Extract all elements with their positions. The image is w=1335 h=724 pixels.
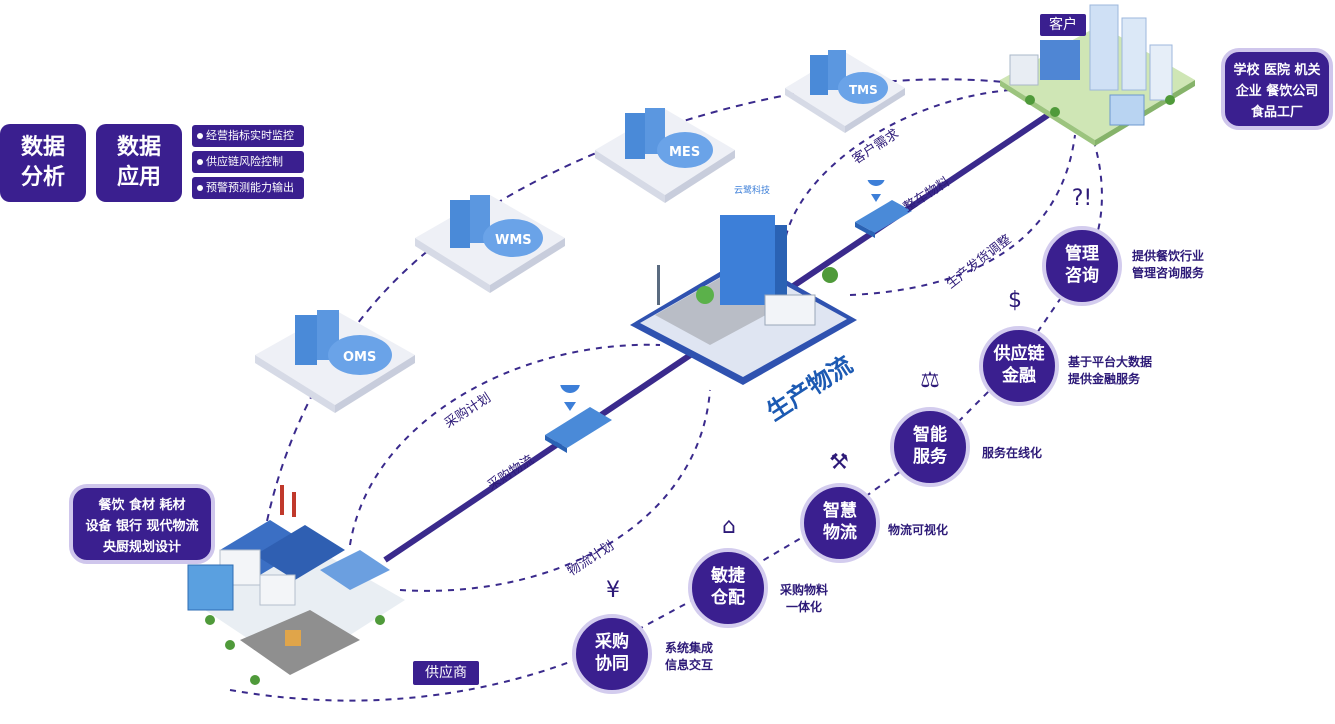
- service-desc: 物流可视化: [888, 522, 948, 539]
- service-line1: 智能: [913, 425, 947, 445]
- service-line2: 金融: [1002, 366, 1036, 386]
- service-desc-line: 一体化: [786, 600, 823, 614]
- data-analysis-line1: 数据: [20, 135, 65, 160]
- data-analysis-line2: 分析: [20, 165, 65, 190]
- service-desc-line: 管理咨询服务: [1132, 266, 1205, 280]
- center-logo-text: 云鹭科技: [733, 186, 770, 196]
- service-desc: 提供餐饮行业 管理咨询服务: [1132, 248, 1204, 282]
- finance-icon: $: [1008, 288, 1022, 313]
- service-circle: 智能 服务: [890, 407, 970, 487]
- service-circle: 采购 协同: [572, 614, 652, 694]
- customer-type-line: 学校 医院 机关: [1233, 63, 1321, 78]
- customer-demand-path: [784, 89, 1011, 241]
- yen-hand-icon: ¥: [606, 578, 620, 603]
- service-desc-line: 提供金融服务: [1068, 372, 1141, 386]
- consult-icon: ?!: [1071, 186, 1093, 211]
- warehouse-icon: ⌂: [722, 514, 736, 539]
- service-desc: 采购物料 一体化: [780, 582, 828, 616]
- service-circle: 智慧 物流: [800, 483, 880, 563]
- app-item: 预警预测能力输出: [192, 177, 304, 199]
- service-scale-icon: ⚖: [920, 368, 940, 393]
- service-circle: 敏捷 仓配: [688, 548, 768, 628]
- oms-label: OMS: [343, 350, 376, 365]
- purchase-truck-icon: [545, 385, 612, 453]
- supplier-factory-illustration: [187, 485, 405, 685]
- service-line2: 仓配: [711, 588, 745, 608]
- service-line2: 物流: [823, 523, 857, 543]
- data-application-line1: 数据: [116, 135, 161, 160]
- service-line1: 供应链: [993, 344, 1045, 364]
- service-line2: 咨询: [1065, 266, 1099, 286]
- data-application-line2: 应用: [116, 165, 161, 190]
- production-center-illustration: [630, 215, 857, 385]
- mes-label: MES: [669, 145, 700, 160]
- service-line1: 智慧: [823, 501, 857, 521]
- service-line1: 采购: [595, 632, 629, 652]
- service-desc: 基于平台大数据 提供金融服务: [1068, 354, 1152, 388]
- service-desc: 系统集成 信息交互: [665, 640, 713, 674]
- wms-server-icon: WMS: [415, 195, 565, 293]
- vehicle-truck-icon: [855, 180, 912, 238]
- supplier-type-line: 餐饮 食材 耗材: [98, 498, 186, 513]
- tms-label: TMS: [849, 83, 878, 97]
- data-application-tile: 数据 应用: [96, 124, 182, 202]
- tms-server-icon: TMS: [785, 50, 905, 133]
- logistics-plan-path: [399, 389, 711, 592]
- service-line2: 协同: [595, 654, 629, 674]
- customer-type-line: 企业 餐饮公司: [1235, 84, 1319, 99]
- service-desc-line: 系统集成: [665, 641, 714, 655]
- service-desc: 服务在线化: [982, 445, 1042, 462]
- service-line2: 服务: [913, 447, 947, 467]
- service-desc-line: 提供餐饮行业: [1132, 249, 1205, 263]
- service-circle: 管理 咨询: [1042, 226, 1122, 306]
- service-desc-line: 信息交互: [665, 658, 714, 672]
- purchase-plan-path: [349, 343, 661, 546]
- service-desc-line: 采购物料: [780, 583, 829, 597]
- data-analysis-tile: 数据 分析: [0, 124, 86, 202]
- supplier-label: 供应商: [413, 661, 479, 685]
- service-circle: 供应链 金融: [979, 326, 1059, 406]
- service-line1: 管理: [1065, 244, 1099, 264]
- supplier-type-line: 央厨规划设计: [102, 540, 181, 555]
- oms-server-icon: OMS: [255, 310, 415, 413]
- mes-server-icon: MES: [595, 108, 735, 203]
- app-item: 经营指标实时监控: [192, 125, 304, 147]
- wms-label: WMS: [495, 233, 532, 248]
- supplier-types-box: 餐饮 食材 耗材 设备 银行 现代物流 央厨规划设计: [69, 484, 215, 564]
- app-item: 供应链风险控制: [192, 151, 304, 173]
- service-desc-line: 服务在线化: [982, 446, 1043, 460]
- service-desc-line: 物流可视化: [888, 523, 949, 537]
- customer-types-box: 学校 医院 机关 企业 餐饮公司 食品工厂: [1221, 48, 1333, 130]
- forklift-icon: ⚒: [829, 450, 849, 475]
- service-line1: 敏捷: [711, 566, 745, 586]
- customer-label: 客户: [1040, 14, 1086, 36]
- service-desc-line: 基于平台大数据: [1068, 355, 1153, 369]
- customer-city-illustration: [1000, 4, 1195, 146]
- supplier-type-line: 设备 银行 现代物流: [85, 519, 199, 534]
- customer-type-line: 食品工厂: [1250, 105, 1303, 120]
